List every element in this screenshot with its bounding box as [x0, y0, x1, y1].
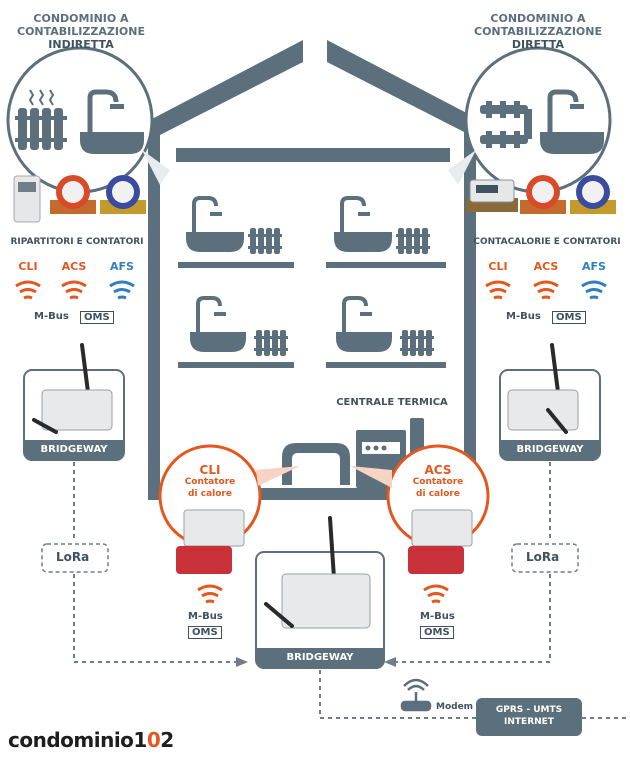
- left-caption: RIPARTITORI E CONTATORI: [10, 237, 144, 247]
- right-title-line3: DIRETTA: [511, 38, 565, 51]
- acs-heat-meter-label: ACS Contatore di calore: [396, 464, 480, 500]
- radiator-icon: [396, 228, 430, 254]
- arrow-left-icon: [384, 657, 396, 667]
- acs-mbus-logo: M-Bus: [420, 611, 455, 622]
- right-cli-label: CLI: [488, 260, 508, 273]
- modem-icon: [400, 678, 432, 712]
- left-acs-label: ACS: [61, 260, 87, 273]
- acs-highlight-beam: [350, 466, 392, 488]
- water-meter-icon: [100, 175, 146, 214]
- right-title-line2: CONTABILIZZAZIONE: [474, 25, 602, 38]
- radiator-icon: [400, 330, 434, 356]
- arrow-right-icon: [236, 657, 248, 667]
- cli-heat-meter: [158, 444, 262, 604]
- bath-icon: [186, 196, 244, 252]
- left-bridgeway-box: [23, 343, 125, 461]
- right-circle: [448, 46, 612, 194]
- modem-label: Modem: [436, 702, 474, 712]
- acs-heat-signal-icon: [423, 584, 449, 604]
- cli-heat-line2: di calore: [188, 489, 232, 499]
- acs-oms-logo: OMS: [420, 626, 454, 639]
- cli-oms-logo: OMS: [188, 626, 222, 639]
- cli-mbus-logo: M-Bus: [188, 611, 223, 622]
- left-afs-label: AFS: [110, 260, 134, 273]
- right-lora-box: [511, 543, 579, 573]
- acs-heat-line1: Contatore: [412, 477, 464, 487]
- afs-signal-icon: [109, 280, 135, 300]
- left-title: CONDOMINIO A CONTABILIZZAZIONE INDIRETTA: [14, 12, 148, 51]
- right-bridgeway-label: BRIDGEWAY: [516, 444, 584, 455]
- acs-heat-line2: di calore: [416, 489, 460, 499]
- central-bridgeway-label: BRIDGEWAY: [286, 652, 354, 663]
- bath-icon: [336, 296, 392, 352]
- logo-text: condominio: [8, 728, 134, 752]
- floor-shelves: [178, 262, 446, 368]
- network-line1: GPRS - UMTS: [495, 705, 563, 715]
- right-lora-logo: LoRa: [526, 550, 560, 564]
- left-circle: [6, 46, 170, 194]
- acs-heat-meter: [386, 444, 490, 604]
- left-bridgeway-label: BRIDGEWAY: [40, 444, 108, 455]
- cli-heat-line1: Contatore: [184, 477, 236, 487]
- water-meter-icon: [50, 175, 96, 214]
- bath-icon: [540, 89, 604, 154]
- left-lora-logo: LoRa: [56, 550, 90, 564]
- left-mbus-logo: M-Bus: [34, 311, 69, 322]
- right-meters: [466, 175, 616, 214]
- right-mbus-logo: M-Bus: [506, 311, 541, 322]
- left-meters: [13, 175, 146, 223]
- central-bridgeway-box: [255, 516, 385, 669]
- heat-meter-icon: [466, 179, 518, 212]
- acs-signal-icon: [533, 280, 559, 300]
- water-meter-icon: [520, 175, 566, 214]
- condominio-logo: condominio102: [8, 728, 174, 752]
- right-bridgeway-box: [499, 343, 601, 461]
- radiator-icon: [248, 228, 282, 254]
- bath-icon: [190, 296, 246, 352]
- cli-heat-signal-icon: [197, 584, 223, 604]
- logo-digit-0: 0: [146, 728, 161, 752]
- cli-signal-icon: [485, 280, 511, 300]
- acs-heat-title: ACS: [424, 463, 452, 477]
- signal-icons: [15, 280, 607, 300]
- right-caption: CONTACALORIE E CONTATORI: [473, 237, 621, 247]
- acs-signal-icon: [61, 280, 87, 300]
- left-oms-logo: OMS: [80, 311, 114, 324]
- water-meter-icon: [570, 175, 616, 214]
- left-title-line1: CONDOMINIO A: [33, 12, 129, 25]
- house-roof: [150, 40, 480, 162]
- network-label: GPRS - UMTS INTERNET: [476, 704, 582, 728]
- right-oms-logo: OMS: [552, 311, 586, 324]
- right-title: CONDOMINIO A CONTABILIZZAZIONE DIRETTA: [468, 12, 608, 51]
- right-title-line1: CONDOMINIO A: [490, 12, 586, 25]
- left-title-line2: CONTABILIZZAZIONE: [17, 25, 145, 38]
- bath-icon: [334, 196, 392, 252]
- connection-lines: [73, 462, 630, 719]
- centrale-termica-label: CENTRALE TERMICA: [336, 397, 448, 408]
- right-afs-label: AFS: [582, 260, 606, 273]
- network-box: [476, 698, 582, 736]
- radiator-icon: [254, 330, 288, 356]
- apartment-icons: [186, 196, 434, 356]
- left-title-line3: INDIRETTA: [48, 38, 114, 51]
- logo-digit-2: 2: [160, 728, 174, 752]
- bath-icon: [80, 89, 144, 154]
- cli-highlight-beam: [256, 466, 300, 486]
- left-cli-label: CLI: [18, 260, 38, 273]
- afs-signal-icon: [581, 280, 607, 300]
- cli-heat-meter-label: CLI Contatore di calore: [168, 464, 252, 500]
- pipes-icon: [480, 101, 532, 148]
- cli-signal-icon: [15, 280, 41, 300]
- left-lora-box: [41, 543, 109, 573]
- right-acs-label: ACS: [533, 260, 559, 273]
- logo-digit-1: 1: [133, 728, 147, 752]
- network-line2: INTERNET: [504, 717, 554, 727]
- cli-heat-title: CLI: [199, 463, 221, 477]
- radiator-icon: [15, 89, 67, 150]
